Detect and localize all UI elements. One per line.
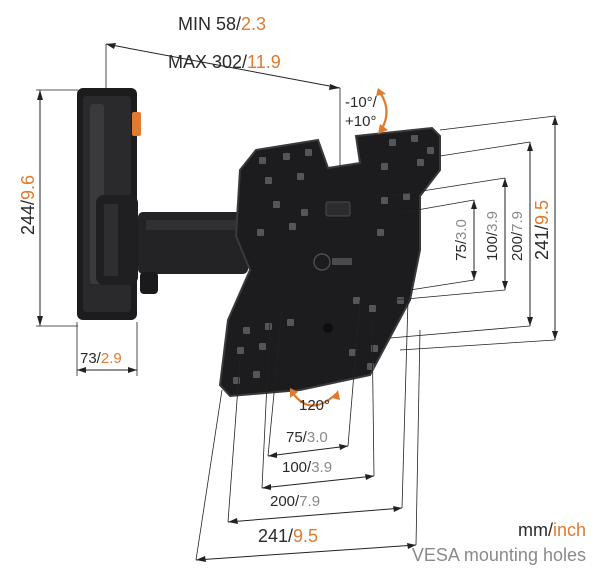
- mounting-hole: [377, 229, 384, 236]
- vesa-horizontal-dimensions: 75/3.0 100/3.9 200/7.9 241/9.5: [195, 299, 421, 562]
- legend: mm/inch VESA mounting holes: [412, 520, 586, 565]
- vesa-h-100-label: 100/3.9: [282, 459, 332, 476]
- swivel-indicator: 120°: [290, 388, 340, 414]
- mounting-hole: [411, 135, 418, 142]
- mounting-hole: [381, 197, 388, 204]
- mounting-hole: [265, 177, 272, 184]
- mounting-hole: [427, 147, 434, 154]
- mounting-hole: [353, 297, 360, 304]
- mounting-hole: [369, 305, 376, 312]
- swing-arm: [96, 195, 248, 294]
- vesa-h-75-label: 75/3.0: [286, 429, 328, 446]
- tilt-minus-label: -10°/: [345, 94, 378, 111]
- vesa-v-200-label: 200/7.9: [509, 211, 526, 261]
- extension-min-label: MIN 58/2.3: [178, 14, 266, 34]
- plate-depth-label: 73/2.9: [80, 350, 122, 367]
- vesa-v-100-label: 100/3.9: [484, 211, 501, 261]
- mounting-hole: [297, 173, 304, 180]
- mounting-hole: [289, 223, 296, 230]
- vesa-v-241-label: 241/9.5: [532, 200, 552, 260]
- tilt-plus-label: +10°: [345, 113, 376, 130]
- mounting-hole: [257, 229, 264, 236]
- vesa-plate: [218, 126, 441, 398]
- mounting-hole: [349, 349, 356, 356]
- legend-caption: VESA mounting holes: [412, 545, 586, 565]
- plate-height-label: 244/9.6: [18, 175, 38, 235]
- legend-units: mm/inch: [518, 520, 586, 540]
- swivel-label: 120°: [299, 397, 330, 414]
- swivel-arrow-icon: [291, 391, 337, 407]
- mounting-hole: [237, 347, 244, 354]
- mounting-hole: [253, 371, 260, 378]
- vesa-v-75-label: 75/3.0: [453, 219, 470, 261]
- extension-dimension: MIN 58/2.3 MAX 302/11.9: [105, 14, 341, 166]
- mounting-hole: [287, 319, 294, 326]
- brand-logo-icon: [313, 253, 352, 271]
- mounting-hole: [389, 139, 396, 146]
- plate-depth-dimension: 73/2.9: [76, 322, 138, 376]
- mounting-hole: [397, 297, 404, 304]
- vesa-h-200-label: 200/7.9: [270, 493, 320, 510]
- mounting-hole: [403, 193, 410, 200]
- extension-max-label: MAX 302/11.9: [168, 52, 281, 72]
- mounting-hole: [381, 163, 388, 170]
- mounting-hole: [301, 209, 308, 216]
- orange-tab: [132, 112, 141, 136]
- mounting-hole: [417, 159, 424, 166]
- mounting-hole: [305, 149, 312, 156]
- tilt-indicator: -10°/ +10°: [345, 88, 388, 134]
- mounting-hole: [259, 343, 266, 350]
- vesa-vertical-dimensions: 75/3.0 100/3.9 200/7.9 241/9.5: [389, 115, 558, 351]
- mounting-hole: [259, 157, 266, 164]
- mounting-hole: [273, 201, 280, 208]
- mounting-hole: [243, 327, 250, 334]
- plate-height-dimension: 244/9.6: [18, 89, 78, 327]
- vesa-h-241-label: 241/9.5: [258, 526, 318, 546]
- mounting-hole: [283, 153, 290, 160]
- mounting-hole: [265, 323, 272, 330]
